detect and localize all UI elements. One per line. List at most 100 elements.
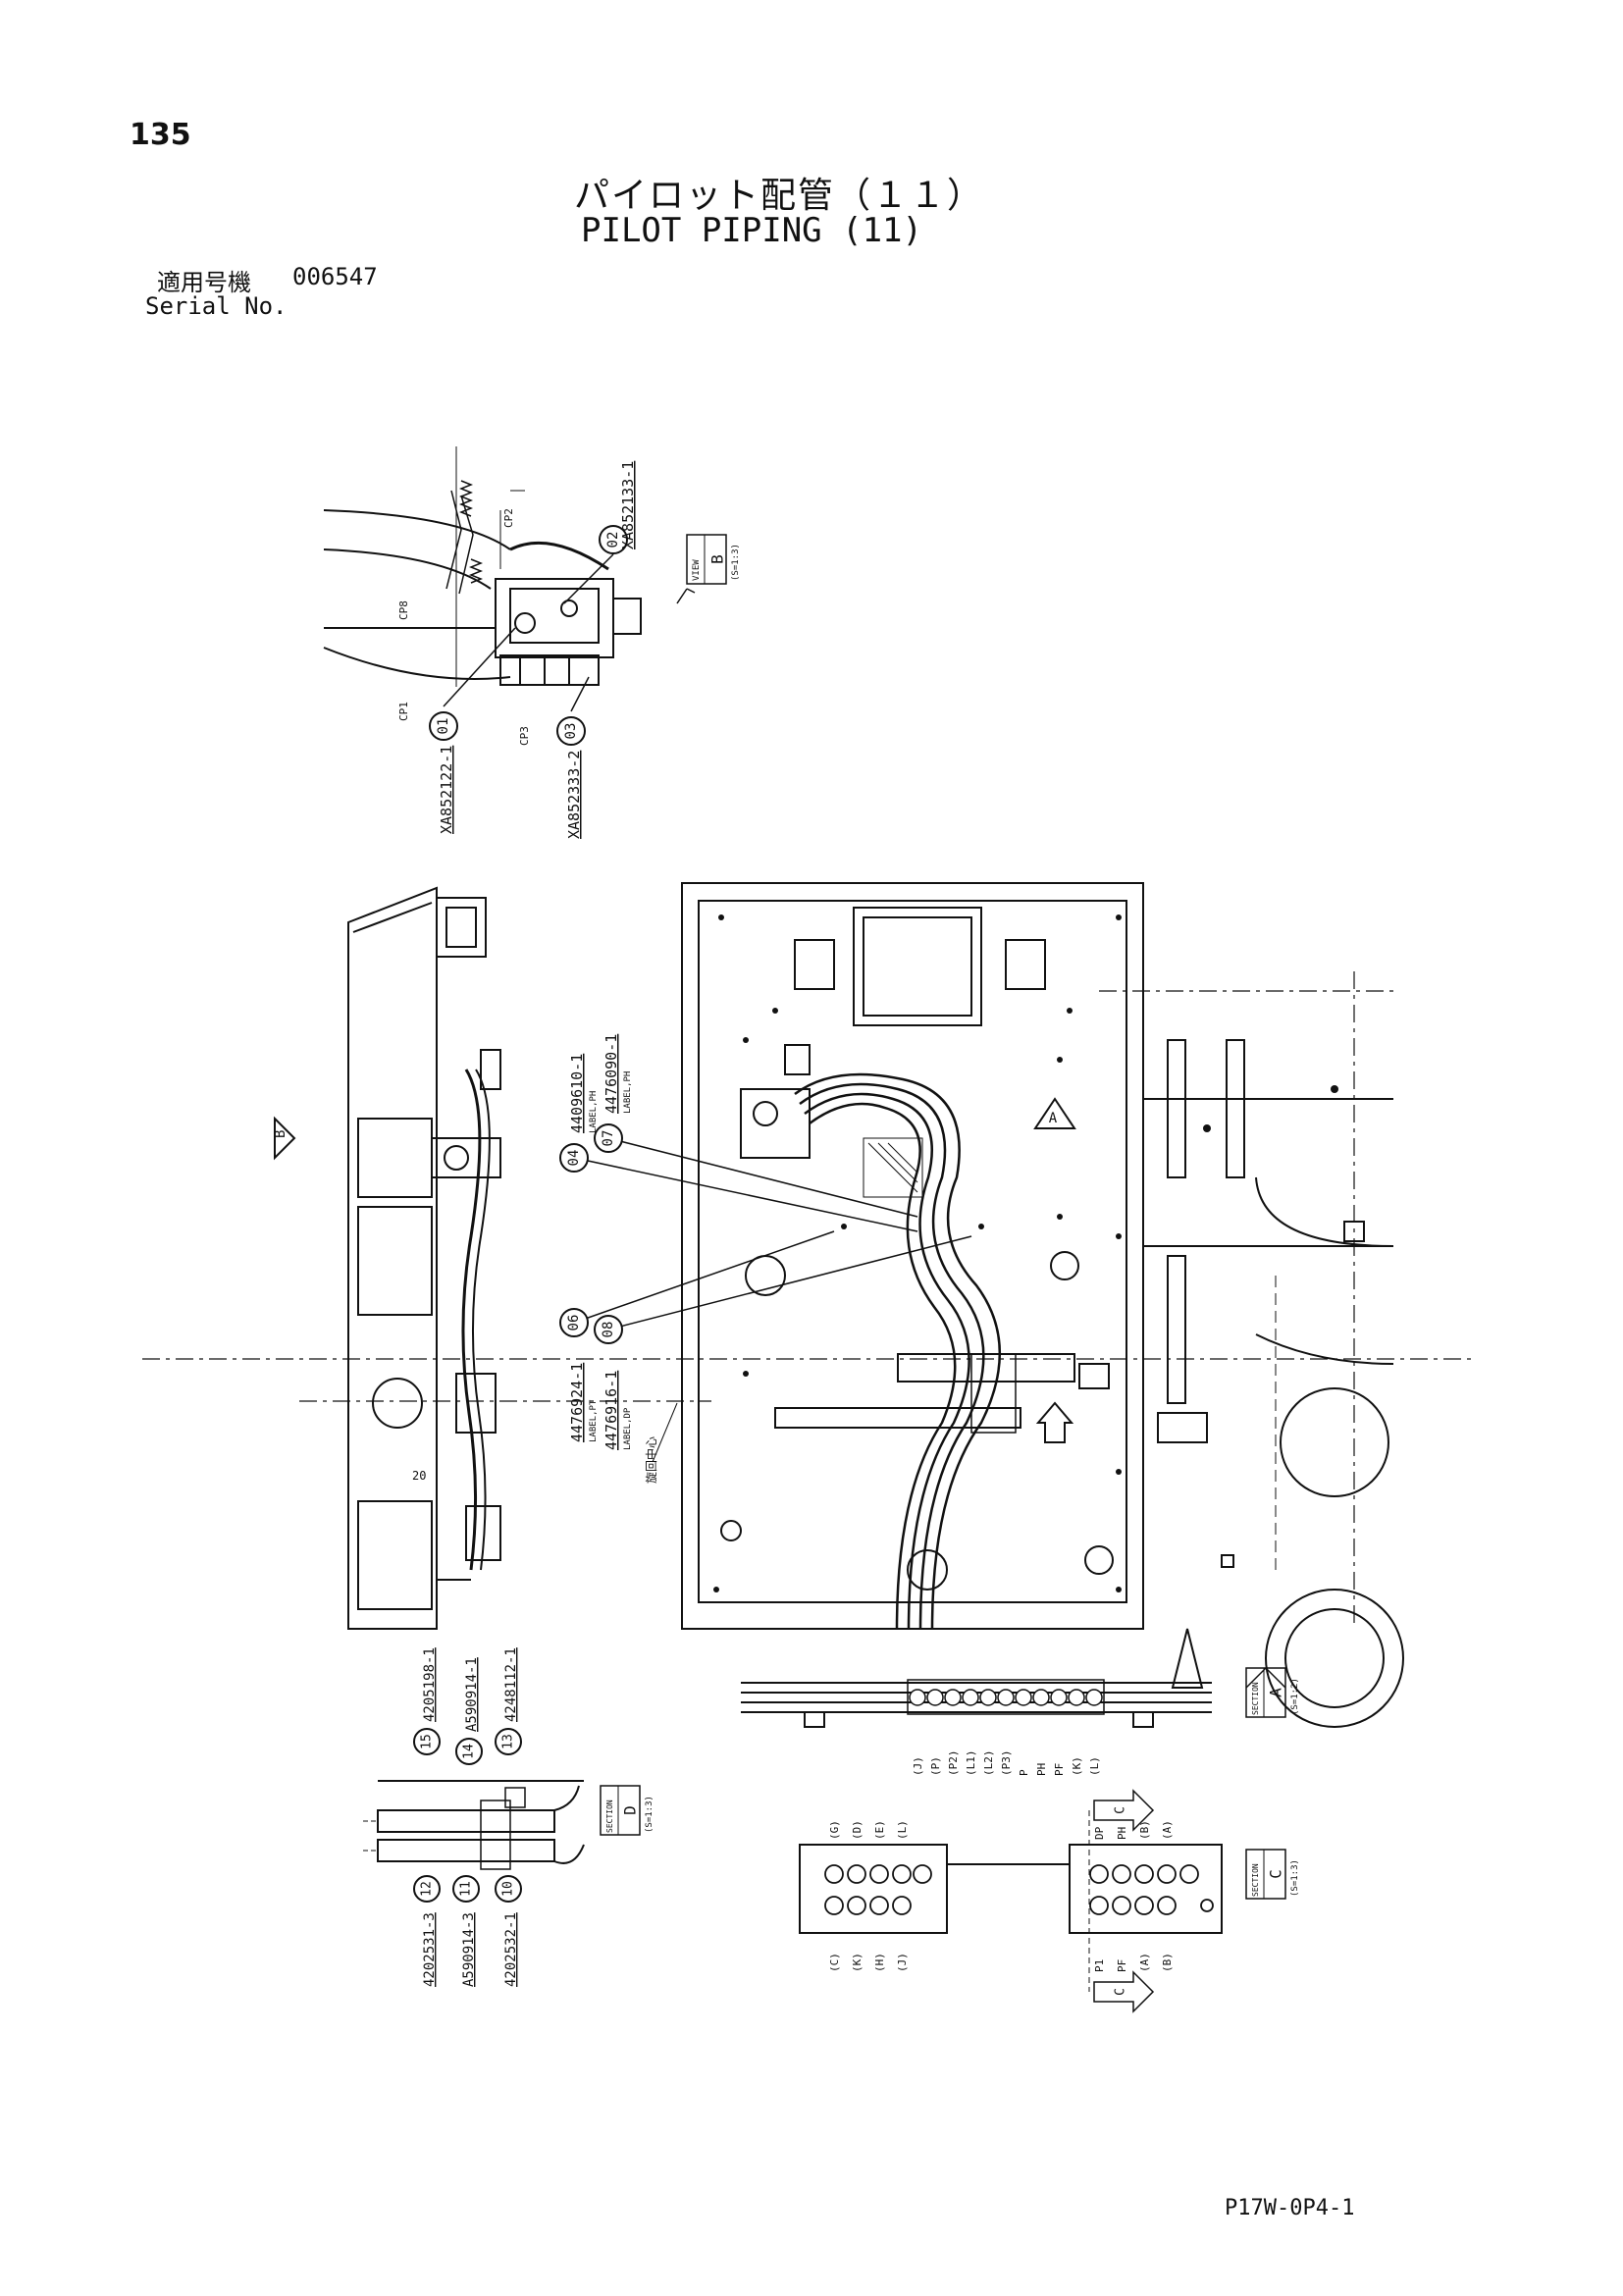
callout-circle-12 xyxy=(413,1875,441,1903)
callout-number-02: 02 xyxy=(605,532,621,548)
callout-number-06: 06 xyxy=(566,1315,582,1331)
port-label-c-bl-2: (H) xyxy=(873,1953,886,1972)
part-number-08: 4476916-1 xyxy=(602,1371,620,1450)
page-number: 135 xyxy=(130,118,191,152)
part-note-06: LABEL,PT xyxy=(589,1399,599,1442)
serial-number-value: 006547 xyxy=(292,263,378,290)
port-label-c-tl-1: (D) xyxy=(851,1820,864,1840)
callout-circle-13 xyxy=(495,1728,522,1755)
swing-center-label: 旋回中心 xyxy=(644,1436,658,1484)
port-label-a-8: PF xyxy=(1053,1763,1066,1776)
hose-label-cp8: CP8 xyxy=(397,600,410,620)
svg-text:(S=1:3): (S=1:3) xyxy=(1290,1859,1300,1897)
section-c-detail xyxy=(799,1844,1223,1934)
callout-circle-14 xyxy=(455,1738,483,1765)
part-number-02: XA852133-1 xyxy=(619,461,637,549)
port-label-c-br-3: (B) xyxy=(1161,1953,1174,1972)
port-label-a-7: PH xyxy=(1035,1763,1048,1776)
page-title-jp: パイロット配管（１１） xyxy=(574,176,985,216)
port-label-a-9: (K) xyxy=(1071,1756,1083,1776)
part-number-13: 4248112-1 xyxy=(503,1647,519,1722)
main-plan-view xyxy=(681,882,1404,1728)
port-label-c-br-1: PF xyxy=(1116,1959,1128,1972)
section-d-stamp: SECTION D (S=1:3) xyxy=(600,1785,654,1836)
port-label-c-br-0: P1 xyxy=(1093,1959,1106,1972)
port-label-c-tr-2: (B) xyxy=(1138,1820,1151,1840)
view-c-markers: C C xyxy=(1088,1789,1155,2013)
callout-circle-07 xyxy=(594,1123,623,1153)
part-number-04: 4409610-1 xyxy=(568,1054,586,1133)
port-label-c-tl-2: (E) xyxy=(873,1820,886,1840)
callout-number-15: 15 xyxy=(420,1734,435,1749)
svg-text:(S=1:3): (S=1:3) xyxy=(731,544,741,581)
hose-label-cp3: CP3 xyxy=(518,726,531,746)
port-label-c-tl-3: (L) xyxy=(896,1820,909,1840)
svg-text:B: B xyxy=(708,554,727,564)
port-label-a-5: (P3) xyxy=(1000,1750,1013,1777)
callout-circle-02 xyxy=(599,525,628,554)
section-d-detail xyxy=(363,1780,585,1870)
drawing-code: P17W-0P4-1 xyxy=(1225,2196,1355,2220)
leader-lines xyxy=(573,1137,972,1331)
port-label-c-tr-1: PH xyxy=(1116,1827,1128,1840)
part-number-10: 4202532-1 xyxy=(503,1912,519,1987)
serial-label-jp: 適用号機 xyxy=(157,269,251,296)
part-number-07: 4476090-1 xyxy=(602,1034,620,1114)
callout-number-10: 10 xyxy=(501,1881,516,1897)
section-c-fittings xyxy=(824,1864,1214,1915)
hose-label-cp2: CP2 xyxy=(502,508,515,528)
callout-number-01: 01 xyxy=(436,718,451,735)
port-label-a-10: (L) xyxy=(1088,1756,1101,1776)
callout-number-11: 11 xyxy=(459,1881,474,1897)
callout-number-03: 03 xyxy=(563,723,579,740)
serial-label-en: Serial No. xyxy=(145,292,288,320)
part-note-04: LABEL,PH xyxy=(589,1091,599,1133)
hose-label-cp1: CP1 xyxy=(397,702,410,721)
svg-text:(S=1:2): (S=1:2) xyxy=(1290,1678,1300,1715)
callout-circle-03 xyxy=(556,716,586,746)
callout-number-12: 12 xyxy=(420,1881,435,1897)
view-b-detail xyxy=(323,446,642,687)
callout-circle-08 xyxy=(594,1315,623,1344)
callout-number-14: 14 xyxy=(462,1744,477,1759)
svg-text:D: D xyxy=(621,1805,640,1815)
section-c-stamp: SECTION C (S=1:3) xyxy=(1245,1849,1300,1900)
svg-text:VIEW: VIEW xyxy=(692,559,702,581)
part-number-14: A590914-1 xyxy=(464,1657,480,1732)
part-number-06: 4476924-1 xyxy=(568,1363,586,1442)
port-label-a-0: (J) xyxy=(912,1756,924,1776)
port-label-a-3: (L1) xyxy=(965,1750,977,1777)
section-a-fittings xyxy=(909,1689,1103,1706)
port-label-c-tr-0: DP xyxy=(1093,1826,1106,1840)
view-b-stamp: VIEW B (S=1:3) xyxy=(676,534,741,604)
callout-number-08: 08 xyxy=(601,1322,616,1338)
svg-text:SECTION: SECTION xyxy=(1251,1682,1260,1715)
port-label-c-bl-3: (J) xyxy=(896,1953,909,1972)
port-label-c-tr-3: (A) xyxy=(1161,1820,1174,1840)
port-label-a-6: P xyxy=(1018,1769,1030,1776)
svg-text:C: C xyxy=(1267,1869,1285,1879)
part-number-01: XA852122-1 xyxy=(438,746,455,834)
side-elevation-view xyxy=(347,886,501,1630)
part-note-07: LABEL,PH xyxy=(623,1071,633,1114)
part-number-12: 4202531-3 xyxy=(422,1912,438,1987)
callout-circle-11 xyxy=(452,1875,480,1903)
port-label-a-4: (L2) xyxy=(982,1750,995,1777)
callout-number-13: 13 xyxy=(501,1734,516,1749)
svg-text:(S=1:3): (S=1:3) xyxy=(645,1796,654,1833)
callout-number-07: 07 xyxy=(601,1130,616,1147)
callout-number-04: 04 xyxy=(566,1150,582,1167)
svg-text:B: B xyxy=(273,1130,288,1138)
port-label-a-1: (P) xyxy=(929,1756,942,1776)
port-label-c-tl-0: (G) xyxy=(828,1820,841,1840)
callout-circle-10 xyxy=(495,1875,522,1903)
page-title-en: PILOT PIPING (11) xyxy=(581,211,922,250)
section-a-stamp: SECTION A (S=1:2) xyxy=(1245,1666,1300,1718)
port-label-c-bl-1: (K) xyxy=(851,1953,864,1972)
part-number-11: A590914-3 xyxy=(461,1912,477,1987)
view-b-marker: B xyxy=(273,1116,296,1161)
svg-text:SECTION: SECTION xyxy=(605,1800,614,1833)
callout-circle-06 xyxy=(559,1308,589,1337)
